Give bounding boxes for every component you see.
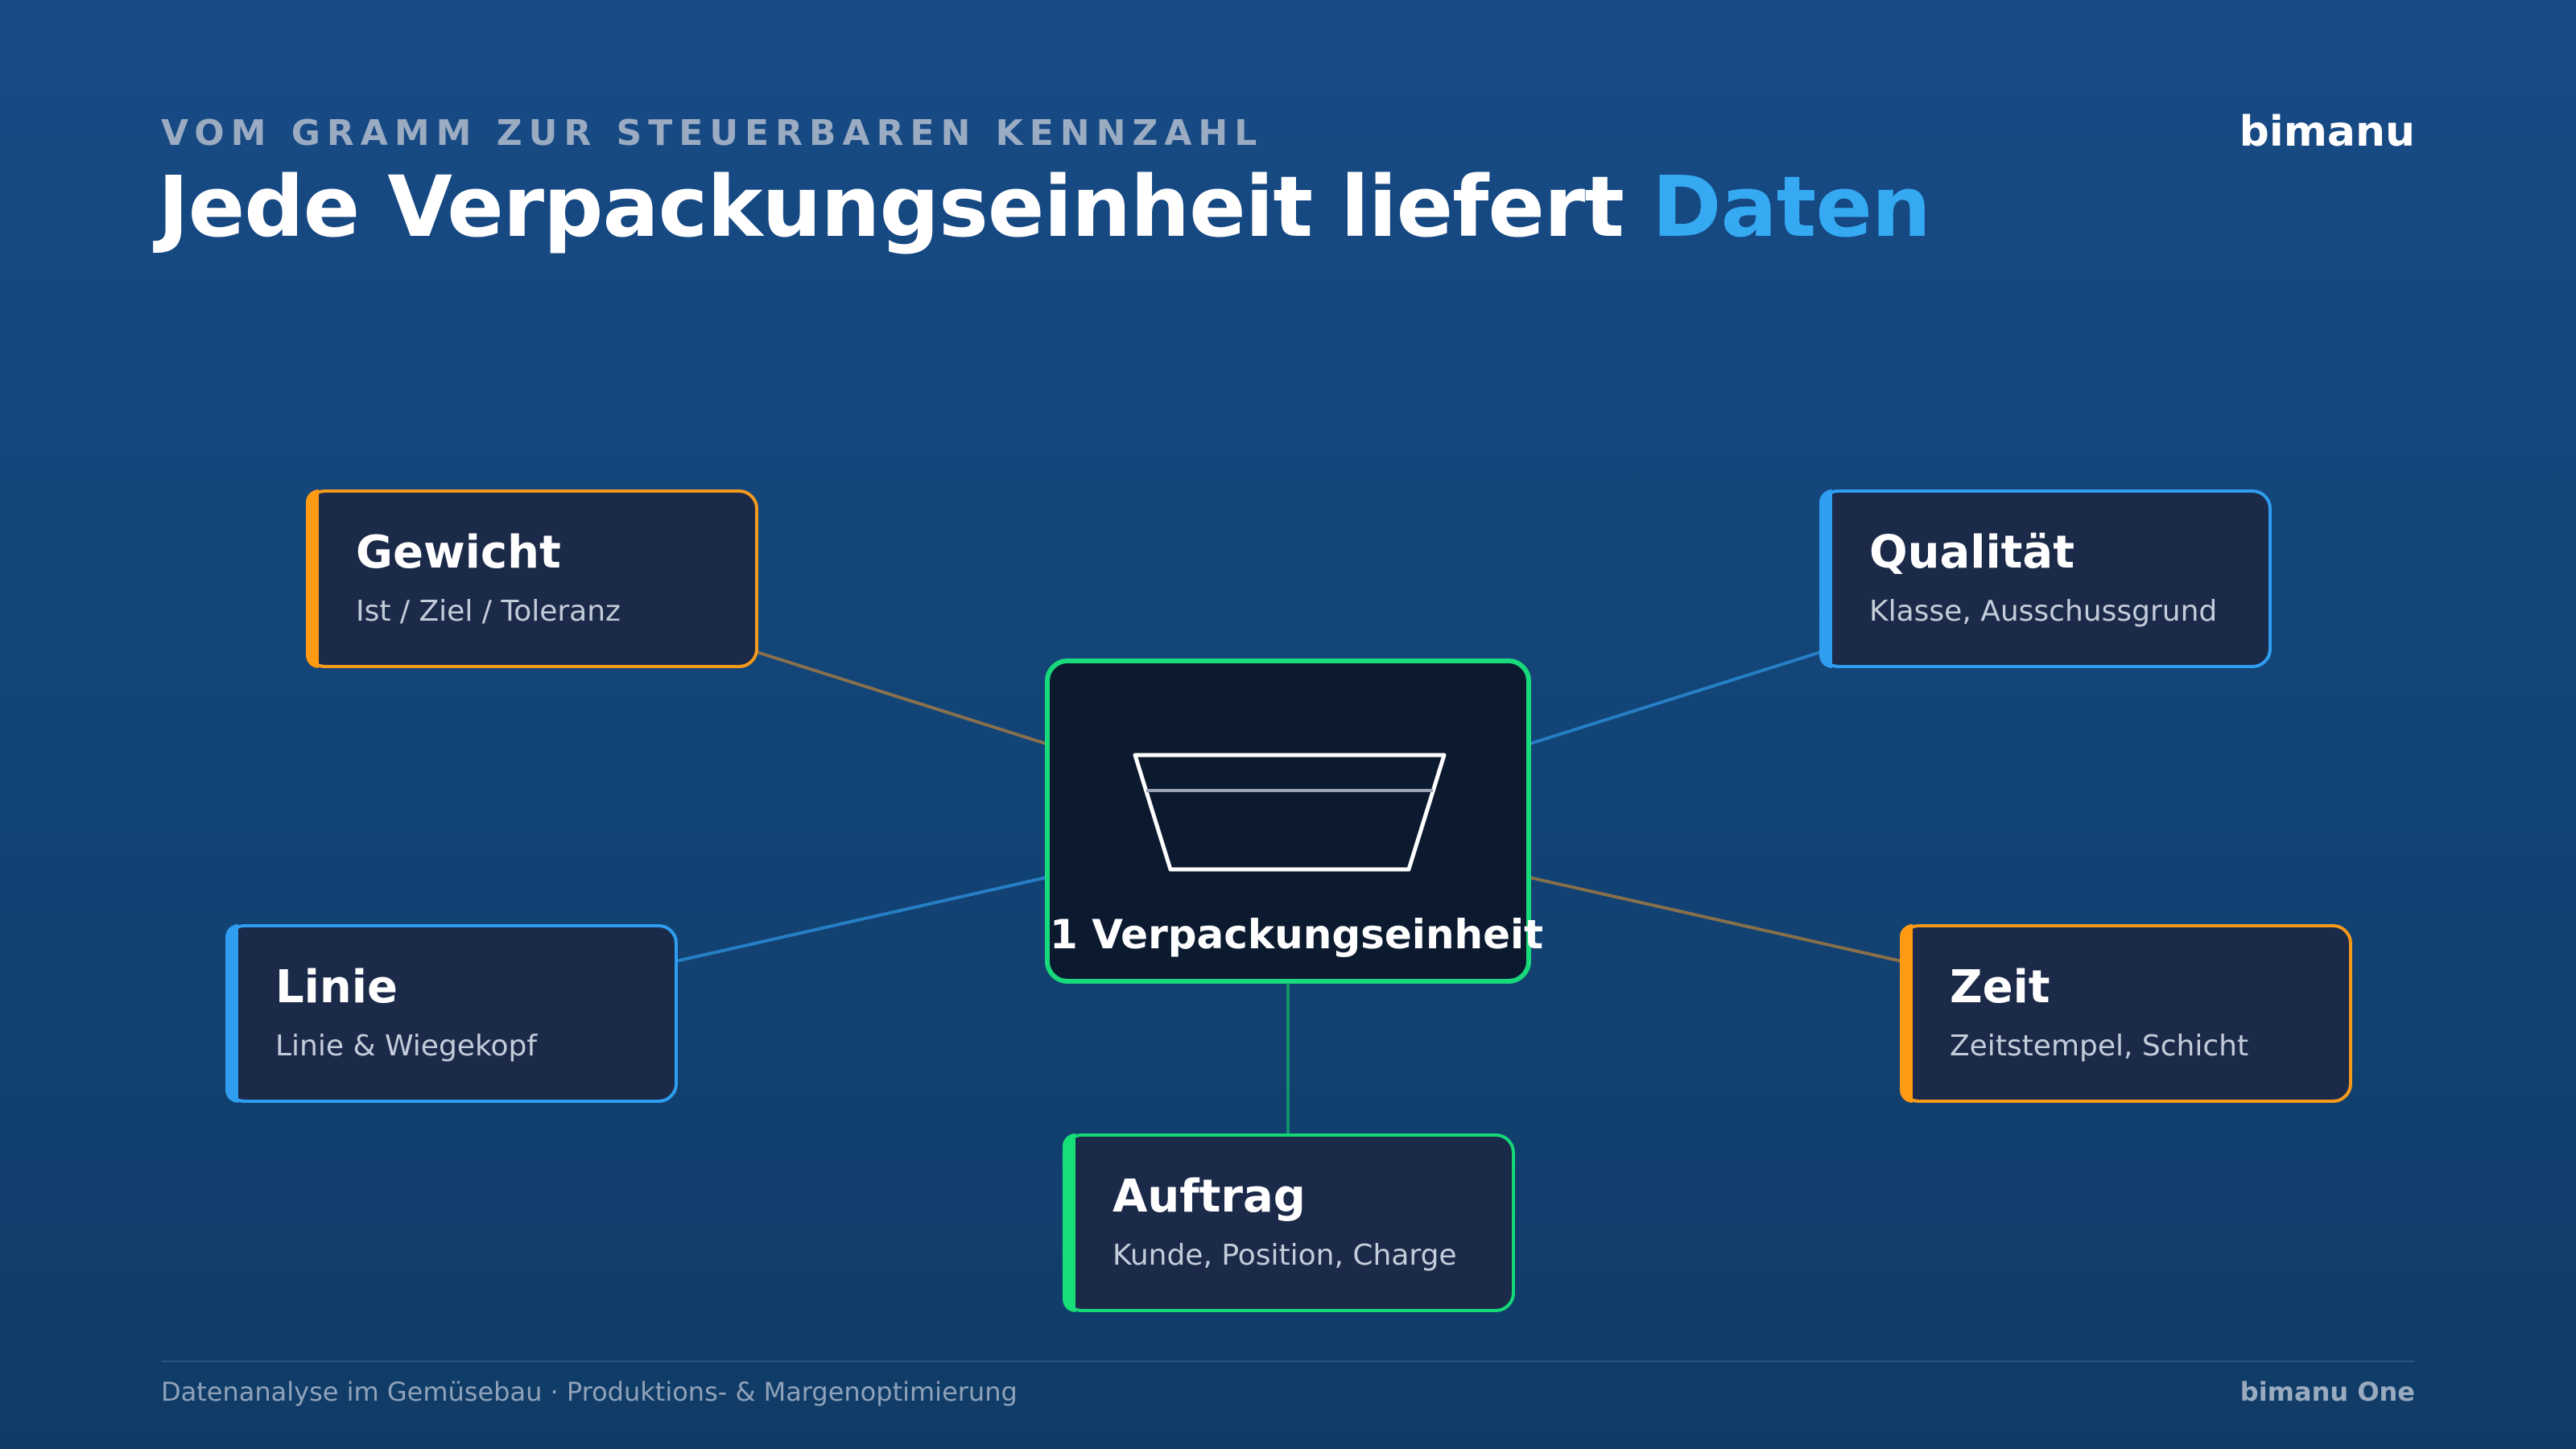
card-zeit-desc: Zeitstempel, Schicht [1950,1030,2249,1063]
card-gewicht: Gewicht Ist / Ziel / Toleranz [306,489,758,668]
footer-divider [161,1360,2415,1362]
card-zeit-label: Zeit [1950,961,2050,1013]
card-qualitaet: Qualität Klasse, Ausschussgrund [1819,489,2272,668]
title-main: Jede Verpackungseinheit liefert [158,158,1653,256]
card-linie-label: Linie [275,961,398,1013]
page-title: Jede Verpackungseinheit liefert Daten [158,158,1931,256]
connector-linie [675,876,1047,963]
card-auftrag: Auftrag Kunde, Position, Charge [1063,1133,1515,1312]
card-qualitaet-label: Qualität [1869,526,2074,579]
card-auftrag-desc: Kunde, Position, Charge [1113,1239,1457,1272]
card-qualitaet-desc: Klasse, Ausschussgrund [1869,595,2218,628]
connector-gewicht [756,650,1047,745]
packaging-tray-icon [1133,753,1447,872]
card-linie-desc: Linie & Wiegekopf [275,1030,538,1063]
card-zeit: Zeit Zeitstempel, Schicht [1900,924,2352,1103]
footer-brand: bimanu One [2240,1377,2415,1407]
footer-text: Datenanalyse im Gemüsebau · Produktions-… [161,1377,1018,1407]
connector-zeit [1529,876,1902,963]
center-node: 1 Verpackungseinheit [1045,658,1544,984]
card-auftrag-label: Auftrag [1113,1170,1306,1223]
title-accent: Daten [1652,158,1931,256]
connector-qualitaet [1529,650,1822,745]
card-gewicht-label: Gewicht [356,526,561,579]
brand-logo: bimanu [2239,108,2415,156]
eyebrow-title: VOM GRAMM ZUR STEUERBAREN KENNZAHL [161,113,1264,154]
card-linie: Linie Linie & Wiegekopf [225,924,678,1103]
center-label: 1 Verpackungseinheit [1050,911,1544,958]
card-gewicht-desc: Ist / Ziel / Toleranz [356,595,621,628]
